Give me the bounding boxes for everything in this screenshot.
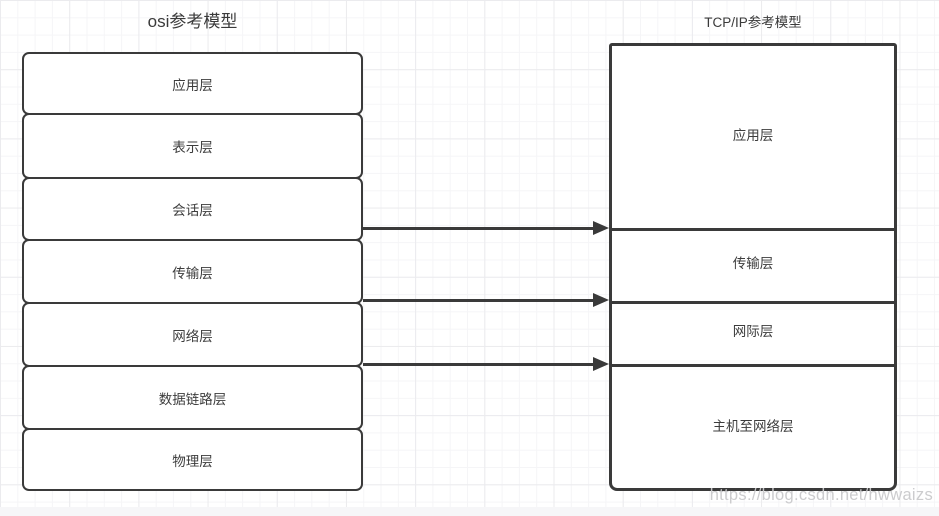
canvas-bottom-edge — [0, 507, 939, 516]
osi-layer-presentation: 表示层 — [22, 113, 363, 179]
arrow-head-icon — [593, 357, 609, 371]
osi-layer-label: 数据链路层 — [158, 391, 227, 407]
tcpip-layer-transport: 传输层 — [732, 256, 774, 271]
osi-layer-application: 应用层 — [22, 52, 363, 115]
osi-layer-label: 物理层 — [172, 453, 213, 469]
tcpip-layer-internet: 网际层 — [732, 324, 774, 339]
osi-layer-label: 表示层 — [172, 140, 213, 155]
tcpip-layer-host-to-network: 主机至网络层 — [712, 419, 794, 434]
connector-arrow-2 — [363, 293, 609, 307]
osi-layer-label: 传输层 — [172, 265, 213, 281]
arrow-head-icon — [593, 293, 609, 307]
tcpip-model-box: 应用层 传输层 网际层 主机至网络层 — [609, 43, 897, 491]
arrow-shaft — [363, 298, 595, 302]
watermark-url: https://blog.csdn.net/hwwaizs — [709, 486, 933, 504]
tcpip-divider — [612, 301, 894, 304]
osi-model-title: osi参考模型 — [147, 12, 238, 31]
arrow-shaft — [363, 226, 595, 230]
osi-layer-label: 会话层 — [172, 203, 213, 218]
osi-layer-datalink: 数据链路层 — [22, 365, 363, 430]
arrow-shaft — [363, 362, 595, 366]
connector-arrow-1 — [363, 221, 609, 235]
osi-layer-physical: 物理层 — [22, 428, 363, 491]
osi-layer-network: 网络层 — [22, 302, 363, 367]
connector-arrow-3 — [363, 357, 609, 371]
tcpip-layer-application: 应用层 — [732, 128, 774, 143]
tcpip-model-title: TCP/IP参考模型 — [704, 15, 802, 30]
osi-layer-session: 会话层 — [22, 177, 363, 241]
tcpip-divider — [612, 364, 894, 367]
arrow-head-icon — [593, 221, 609, 235]
osi-layer-label: 网络层 — [172, 328, 213, 344]
osi-layer-label: 应用层 — [172, 77, 213, 93]
tcpip-divider — [612, 228, 894, 231]
osi-layer-transport: 传输层 — [22, 239, 363, 304]
